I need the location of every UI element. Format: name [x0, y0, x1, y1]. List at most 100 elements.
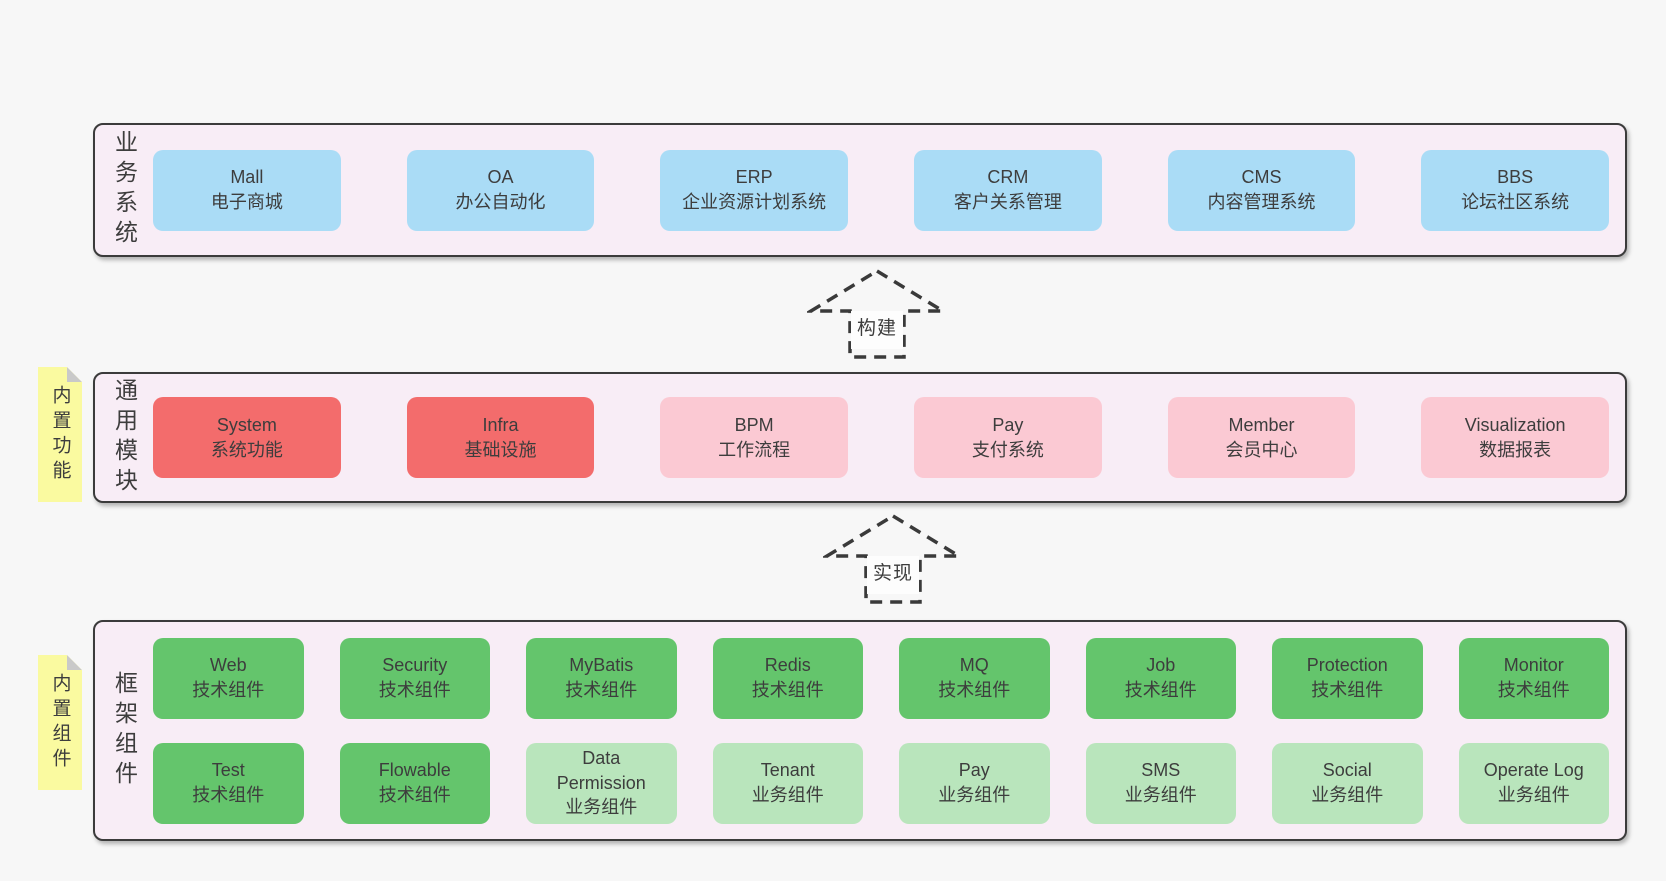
- box-subtitle: 技术组件: [378, 785, 451, 805]
- box-title: MyBatis: [569, 655, 634, 676]
- box-title: BBS: [1497, 167, 1534, 188]
- box-subtitle: 系统功能: [210, 439, 283, 460]
- box-title: Member: [1228, 414, 1295, 435]
- box-title: CMS: [1241, 167, 1282, 188]
- box-subtitle: 工作流程: [718, 439, 791, 460]
- box-mybatis: MyBatis 技术组件: [526, 637, 677, 719]
- layer-label-framework: 框架组件: [95, 622, 153, 839]
- box-subtitle: 业务组件: [1497, 785, 1570, 805]
- box-security: Security 技术组件: [339, 637, 490, 719]
- box-subtitle: 会员中心: [1225, 439, 1298, 460]
- box-title: Security: [382, 655, 448, 676]
- box-monitor: Monitor 技术组件: [1458, 637, 1609, 719]
- box-bpm: BPM 工作流程: [660, 397, 848, 478]
- box-subtitle: 技术组件: [192, 785, 265, 805]
- box-subtitle: 技术组件: [1311, 680, 1384, 700]
- layer-business-systems: 业务系统 Mall 电子商城 OA 办公自动化 ERP 企业资源计划系统 CRM 客户关系管理…: [93, 123, 1627, 257]
- box-protection: Protection 技术组件: [1272, 637, 1423, 719]
- box-subtitle: 论坛社区系统: [1461, 192, 1570, 212]
- box-cms: CMS 内容管理系统: [1167, 149, 1356, 231]
- box-title: Visualization: [1464, 414, 1566, 435]
- box-subtitle: 基础设施: [464, 439, 537, 460]
- box-pay: Pay 支付系统: [914, 397, 1102, 478]
- box-subtitle: 技术组件: [565, 680, 638, 700]
- layer-label-business: 业务系统: [95, 125, 153, 255]
- dashed-up-arrow-icon: [807, 268, 947, 359]
- box-subtitle: 技术组件: [378, 680, 451, 700]
- layer-common-modules: 通用模块 System 系统功能 Infra 基础设施 BPM 工作流程 Pay 支付系统 Me…: [93, 372, 1627, 503]
- box-subtitle: 办公自动化: [455, 192, 546, 212]
- arrow-build: 构建: [807, 268, 947, 360]
- box-title: Data Permission: [556, 747, 646, 793]
- box-subtitle: 技术组件: [192, 680, 265, 700]
- box-subtitle: 业务组件: [1124, 785, 1197, 805]
- box-title: Pay: [992, 414, 1024, 435]
- layer-label-text: 业务系统: [111, 130, 138, 250]
- box-subtitle: 技术组件: [938, 680, 1011, 700]
- box-title: Social: [1322, 760, 1372, 781]
- sticky-tag-text: 内置组件: [49, 672, 71, 773]
- box-subtitle: 技术组件: [751, 680, 824, 700]
- box-sms: SMS 业务组件: [1085, 742, 1236, 824]
- box-subtitle: 电子商城: [210, 192, 283, 212]
- box-job: Job 技术组件: [1085, 637, 1236, 719]
- box-title: BPM: [734, 414, 774, 435]
- layer-label-text: 框架组件: [111, 670, 138, 791]
- box-subtitle: 技术组件: [1124, 680, 1197, 700]
- box-title: Flowable: [378, 760, 451, 781]
- box-operate-log: Operate Log 业务组件: [1458, 742, 1609, 824]
- box-title: Web: [209, 655, 247, 676]
- layer-label-text: 通用模块: [111, 377, 138, 498]
- box-infra: Infra 基础设施: [406, 397, 595, 478]
- box-title: Test: [211, 760, 245, 781]
- box-title: Redis: [764, 655, 811, 676]
- arrow-implement: 实现: [823, 513, 963, 605]
- arrow-build-label: 构建: [851, 311, 903, 349]
- box-title: Protection: [1306, 655, 1388, 676]
- box-title: System: [216, 414, 277, 435]
- box-title: Mall: [230, 167, 264, 188]
- box-title: ERP: [735, 167, 773, 188]
- box-mall: Mall 电子商城: [153, 149, 341, 231]
- box-subtitle: 支付系统: [971, 439, 1044, 460]
- sticky-tag-builtin-features: 内置功能: [38, 367, 82, 502]
- box-subtitle: 内容管理系统: [1207, 192, 1316, 212]
- box-subtitle: 客户关系管理: [953, 192, 1062, 212]
- box-subtitle: 业务组件: [938, 785, 1011, 805]
- sticky-tag-text: 内置功能: [49, 384, 71, 485]
- sticky-tag-builtin-components: 内置组件: [38, 655, 82, 790]
- box-subtitle: 企业资源计划系统: [682, 192, 827, 212]
- box-test: Test 技术组件: [153, 742, 304, 824]
- layer-label-modules: 通用模块: [95, 374, 153, 501]
- box-oa: OA 办公自动化: [406, 149, 595, 231]
- box-title: CRM: [987, 167, 1029, 188]
- box-title: Tenant: [760, 760, 815, 781]
- box-title: OA: [487, 167, 514, 188]
- box-data-permission: Data Permission 业务组件: [526, 742, 677, 824]
- business-boxes: Mall 电子商城 OA 办公自动化 ERP 企业资源计划系统 CRM 客户关系管理 CMS 内容…: [153, 125, 1625, 255]
- box-flowable: Flowable 技术组件: [339, 742, 490, 824]
- box-erp: ERP 企业资源计划系统: [660, 149, 848, 231]
- arrow-implement-label: 实现: [867, 556, 919, 594]
- dashed-up-arrow-icon: [823, 513, 963, 604]
- box-title: Monitor: [1503, 655, 1564, 676]
- box-member: Member 会员中心: [1167, 397, 1356, 478]
- box-crm: CRM 客户关系管理: [914, 149, 1102, 231]
- box-redis: Redis 技术组件: [712, 637, 863, 719]
- box-title: Operate Log: [1483, 760, 1584, 781]
- box-subtitle: 技术组件: [1497, 680, 1570, 700]
- box-subtitle: 业务组件: [565, 797, 638, 818]
- box-web: Web 技术组件: [153, 637, 304, 719]
- box-title: Pay: [958, 760, 990, 781]
- box-title: Infra: [482, 414, 519, 435]
- box-bbs: BBS 论坛社区系统: [1421, 149, 1609, 231]
- box-title: Job: [1146, 655, 1176, 676]
- box-title: SMS: [1141, 760, 1181, 781]
